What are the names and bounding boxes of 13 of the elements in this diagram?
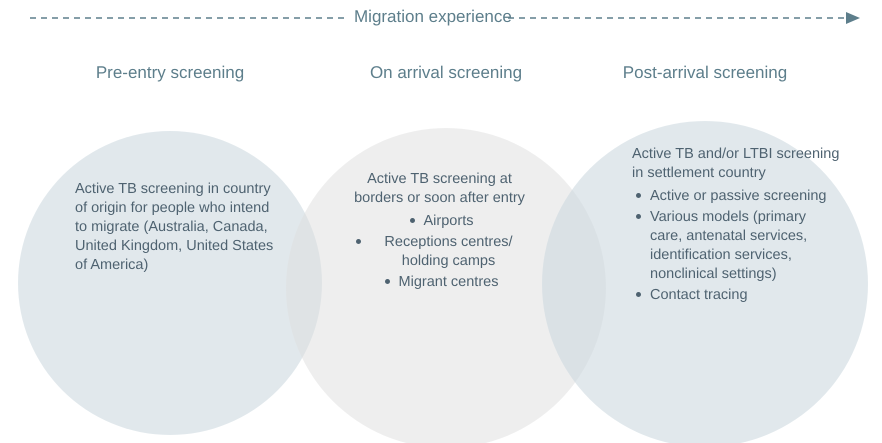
body-text: Active TB and/or LTBI screening in settlement country: [632, 145, 840, 183]
body-text: Active TB screening at borders or soon after entry: [353, 170, 526, 208]
bullet-item: Contact tracing: [632, 286, 842, 305]
stage-heading: Post-arrival screening: [622, 63, 788, 83]
bullet-item: Various models (primary care, antenatal services, identification services, nonclinical settings): [632, 208, 842, 284]
arrow-label: Migration experience: [354, 7, 512, 27]
bullet-item: Active or passive screening: [632, 187, 842, 206]
stage-heading: Pre-entry screening: [94, 63, 246, 83]
bullet-item: Migrant centres: [380, 273, 498, 292]
bullet-item: Receptions centres/ holding camps: [352, 233, 527, 271]
bullet-item: Airports: [406, 212, 474, 231]
stage-heading: On arrival screening: [368, 63, 524, 83]
body-text: Active TB screening in country of origin for people who intend to migrate (Australia, Canada, United Kingdom, United States of America): [75, 180, 274, 275]
